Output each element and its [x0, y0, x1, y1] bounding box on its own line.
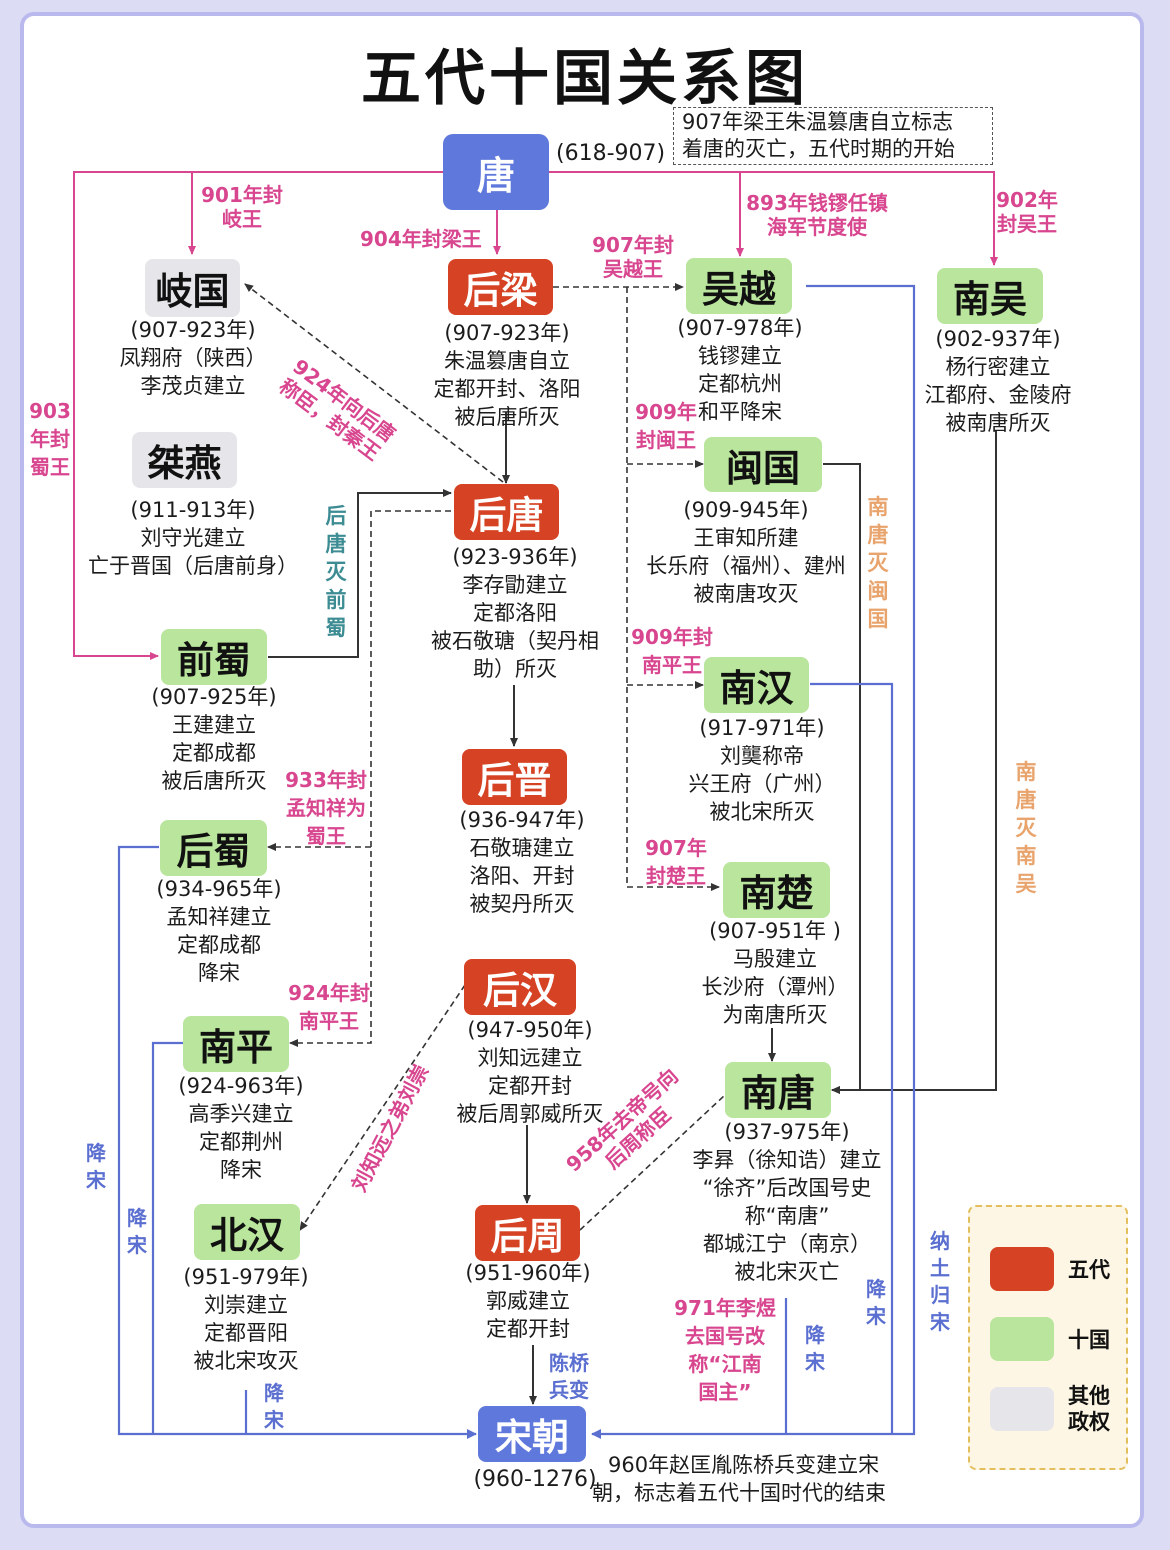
- legend: 五代 十国 其他 政权: [968, 1205, 1128, 1470]
- houzhou-box: 后周: [475, 1205, 580, 1261]
- legend-swatch-shiguo: [990, 1317, 1054, 1361]
- qianshu-info: (907-925年)王建建立定都成都被后唐所灭: [151, 685, 277, 793]
- nanhan-box: 南汉: [704, 657, 809, 713]
- label-904-liang: 904年封梁王: [360, 227, 482, 251]
- succession-lines: [268, 412, 997, 1405]
- surrender-lines: [117, 284, 916, 1439]
- label-971-liyu: 971年李煜 去国号改 称“江南 国主”: [674, 1296, 776, 1404]
- jieyan-info: (911-913年)刘守光建立亡于晋国（后唐前身）: [88, 498, 298, 578]
- legend-label-wudai: 五代: [1068, 1258, 1110, 1282]
- houjin-box: 后晋: [462, 749, 567, 805]
- label-907-chu: 907年 封楚王: [645, 836, 707, 888]
- song-years: (960-1276): [473, 1467, 597, 1492]
- legend-swatch-other: [990, 1387, 1054, 1431]
- legend-swatch-wudai: [990, 1247, 1054, 1291]
- label-wuyue-natu: 纳土归宋: [930, 1229, 950, 1334]
- nanping-info: (924-963年)高季兴建立定都荆州降宋: [178, 1074, 304, 1182]
- nanhan-info: (917-971年)刘龑称帝兴王府（广州）被北宋所灭: [688, 716, 836, 824]
- label-houtang-mie-qianshu: 后唐灭前蜀: [325, 504, 347, 640]
- label-nanping-xiangsong: 降宋: [127, 1206, 147, 1257]
- label-nantang-xiangsong: 降宋: [805, 1323, 825, 1374]
- houhan-box: 后汉: [464, 959, 576, 1015]
- label-903-shu: 903 年封 蜀王: [29, 399, 71, 479]
- tang-years: (618-907): [556, 141, 666, 166]
- wuyue-box: 吴越: [686, 258, 792, 314]
- nanchu-box: 南楚: [723, 862, 830, 918]
- houzhou-info: (951-960年)郭威建立定都开封: [465, 1261, 591, 1341]
- label-907-wuyue: 907年封 吴越王: [592, 233, 674, 281]
- beihan-info: (951-979年)刘崇建立定都晋阳被北宋攻灭: [183, 1265, 309, 1373]
- top-note-line-2: 着唐的灭亡，五代时期的开始: [682, 137, 955, 161]
- label-909-min: 909年 封闽王: [635, 400, 697, 452]
- nanwu-box: 南吴: [937, 268, 1043, 324]
- minguo-box: 闽国: [704, 437, 822, 492]
- song-box: 宋朝: [478, 1406, 586, 1462]
- houshu-box: 后蜀: [160, 820, 267, 876]
- jieyan-box: 桀燕: [132, 432, 237, 488]
- label-909-nanhan: 909年封 南平王: [631, 625, 713, 677]
- label-houshu-xiangsong: 降宋: [86, 1141, 106, 1192]
- qiguo-box: 岐国: [145, 259, 240, 317]
- qiguo-info: (907-923年)凤翔府（陕西）李茂贞建立: [119, 318, 267, 398]
- label-nantang-mie-min: 南唐灭闽国: [867, 495, 889, 631]
- wuyue-info: (907-978年)钱镠建立定都杭州和平降宋: [677, 316, 803, 424]
- label-beihan-xiangsong: 降宋: [264, 1381, 284, 1432]
- nanping-box: 南平: [183, 1016, 289, 1072]
- houshu-info: (934-965年)孟知祥建立定都成都降宋: [156, 877, 282, 985]
- houjin-info: (936-947年)石敬瑭建立洛阳、开封被契丹所灭: [459, 808, 585, 916]
- label-924-nanping: 924年封 南平王: [288, 981, 370, 1033]
- top-note-line-1: 907年梁王朱温篡唐自立标志: [682, 110, 954, 134]
- nanchu-info: (907-951年 )马殷建立长沙府（潭州）为南唐所灭: [701, 919, 849, 1027]
- page-title: 五代十国关系图: [361, 44, 809, 114]
- nantang-info: (937-975年)李昪（徐知诰）建立“徐齐”后改国号史称“南唐”都城江宁（南京…: [692, 1120, 882, 1284]
- top-note-box: 907年梁王朱温篡唐自立标志 着唐的灭亡，五代时期的开始: [673, 107, 993, 165]
- label-nanhan-xiangsong: 降宋: [866, 1277, 886, 1328]
- qianshu-box: 前蜀: [161, 629, 267, 685]
- label-nantang-mie-nanwu: 南唐灭南吴: [1015, 760, 1037, 896]
- legend-label-shiguo: 十国: [1068, 1328, 1110, 1352]
- label-902-wu: 902年 封吴王: [996, 188, 1058, 236]
- label-chenqiao: 陈桥 兵变: [549, 1351, 589, 1402]
- legend-label-other: 其他 政权: [1068, 1384, 1110, 1434]
- tang-box: 唐: [443, 134, 549, 210]
- nanwu-info: (902-937年)杨行密建立江都府、金陵府被南唐所灭: [924, 327, 1072, 435]
- houliang-info: (907-923年)朱温篡唐自立定都开封、洛阳被后唐所灭: [433, 321, 581, 429]
- label-933-houshu: 933年封 孟知祥为 蜀王: [285, 768, 367, 848]
- beihan-box: 北汉: [194, 1204, 300, 1260]
- houtang-box: 后唐: [454, 484, 559, 540]
- houhan-info: (947-950年)刘知远建立定都开封被后周郭威所灭: [456, 1018, 604, 1126]
- tang-enfeoffment-lines: [73, 171, 998, 660]
- nantang-box: 南唐: [725, 1062, 831, 1118]
- label-901-qi: 901年封 岐王: [201, 183, 283, 231]
- dashed-relation-lines: [244, 283, 726, 1231]
- houliang-box: 后梁: [448, 259, 553, 315]
- minguo-info: (909-945年)王审知所建长乐府（福州）、建州被南唐攻灭: [646, 498, 846, 606]
- song-note: 960年赵匡胤陈桥兵变建立宋朝，标志着五代十国时代的结束: [592, 1453, 886, 1505]
- houtang-info: (923-936年)李存勖建立定都洛阳被石敬瑭（契丹相助）所灭: [431, 545, 599, 681]
- label-893-qianliu: 893年钱镠任镇 海军节度使: [746, 191, 888, 239]
